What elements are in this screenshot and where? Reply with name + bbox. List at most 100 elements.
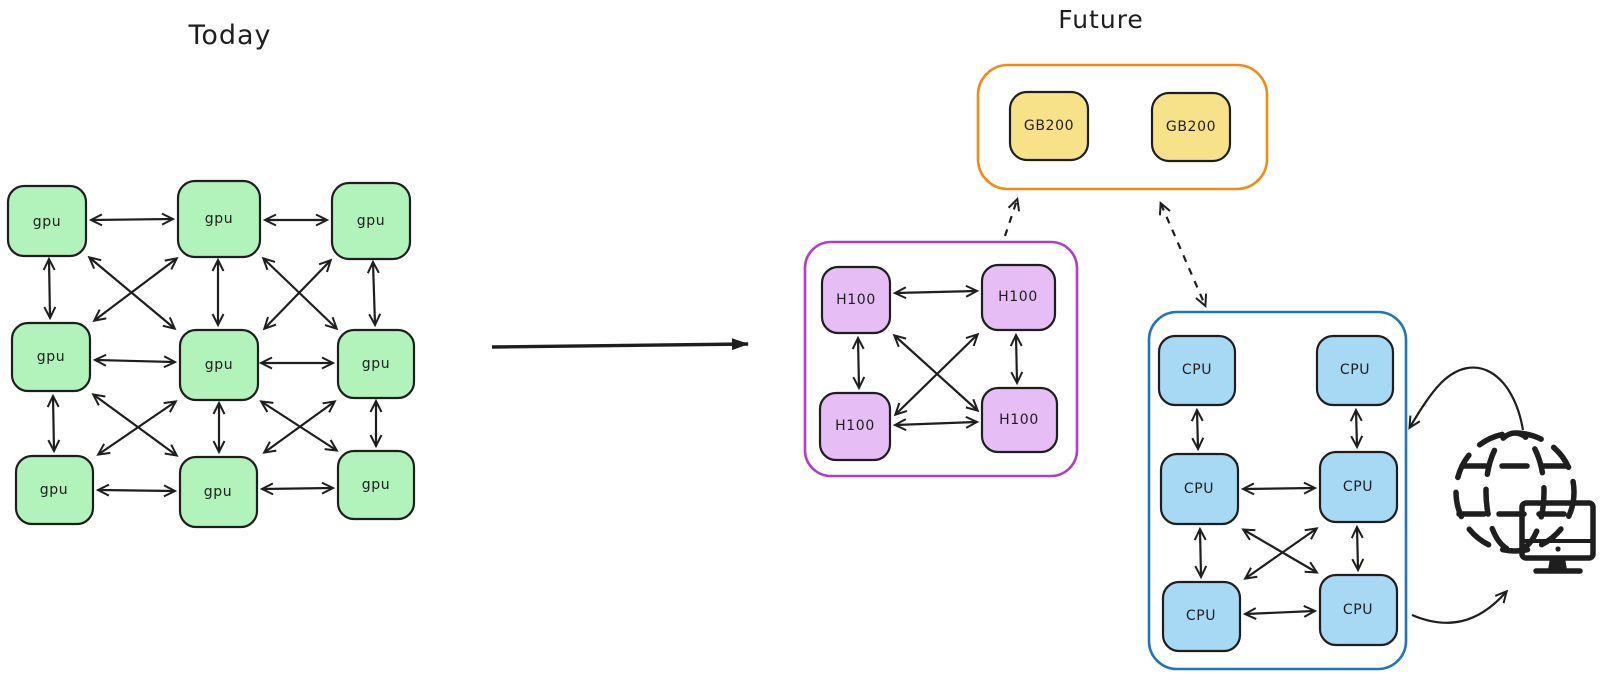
gpu-node-box <box>176 179 262 259</box>
gpu-node-box <box>178 328 260 402</box>
bidir-arrow <box>1243 527 1319 580</box>
gb200-cluster: GB200 GB200 <box>976 63 1269 191</box>
bidir-arrow <box>88 212 176 227</box>
gpu-node: gpu <box>6 184 88 258</box>
h100-node: H100 <box>820 265 892 335</box>
gb200-node: GB200 <box>1008 90 1090 162</box>
future-title: Future <box>1058 5 1144 34</box>
gpu-node-label: gpu <box>205 211 233 227</box>
cpu-node: CPU <box>1157 334 1237 407</box>
gpu-node-label: gpu <box>362 356 390 372</box>
bidir-arrow <box>851 335 866 391</box>
bidir-arrow <box>1190 407 1205 452</box>
gpu-node: gpu <box>178 455 259 529</box>
gpu-node-box <box>330 181 412 261</box>
cpu-mesh-arrows <box>1190 407 1365 620</box>
gpu-node-label: gpu <box>362 477 390 493</box>
h100-node-box <box>980 386 1059 454</box>
h100-node-box <box>980 263 1057 332</box>
bidir-arrow <box>92 353 178 369</box>
cpu-node-box <box>1157 334 1237 407</box>
gb200-to-cpu-dashed-arrow <box>1158 201 1208 308</box>
gpu-node-label: gpu <box>40 482 68 498</box>
cpu-node: CPU <box>1315 334 1395 407</box>
monitor-icon <box>1519 500 1596 574</box>
gpu-node-box <box>336 449 416 521</box>
cpu-node-label: CPU <box>1182 362 1212 378</box>
h100-node-label: H100 <box>999 412 1039 428</box>
cpu-node-label: CPU <box>1340 362 1370 378</box>
cpu-node-box <box>1315 334 1395 407</box>
bidir-arrow <box>96 400 178 456</box>
bidir-arrow <box>366 259 382 328</box>
gpu-node-label: gpu <box>33 214 61 230</box>
h100-node-label: H100 <box>836 292 876 308</box>
bidir-arrow <box>91 393 179 457</box>
cpu-node-box <box>1159 452 1240 526</box>
bidir-arrow <box>892 284 980 300</box>
cpu-node-label: CPU <box>1343 602 1373 618</box>
gb200-cluster-box <box>976 63 1269 191</box>
bidir-arrow <box>893 332 980 417</box>
cpu-to-monitor-curved-arrow <box>1411 589 1509 624</box>
cpu-node: CPU <box>1318 573 1399 647</box>
gpu-node: gpu <box>336 449 416 521</box>
gb200-node-box <box>1008 90 1090 162</box>
cpu-cluster-box <box>1147 310 1408 671</box>
globe-to-cpu-curved-arrow <box>1408 366 1525 431</box>
gpu-node-box <box>178 455 259 529</box>
bidir-arrow <box>262 400 337 454</box>
h100-node-label: H100 <box>998 289 1038 305</box>
bidir-arrow <box>46 393 61 454</box>
gpu-node: gpu <box>330 181 412 261</box>
cpu-node-box <box>1161 580 1242 653</box>
gpu-node-box <box>10 321 92 393</box>
gpu-node-box <box>336 328 416 400</box>
bidir-arrow <box>1349 407 1364 450</box>
gpu-node: gpu <box>178 328 260 402</box>
cpu-node-box <box>1318 450 1399 524</box>
gb200-node: GB200 <box>1150 91 1232 163</box>
gb200-node-box <box>1150 91 1232 163</box>
bidir-arrow <box>262 258 333 331</box>
cpu-cluster: CPU CPU CPU CPU CPU CPU <box>1147 310 1408 671</box>
today-to-future-arrow <box>491 338 749 351</box>
h100-node-box <box>818 391 892 462</box>
bidir-arrow <box>92 257 179 322</box>
h100-mesh-arrows <box>851 284 1024 432</box>
h100-node-box <box>820 265 892 335</box>
cpu-node: CPU <box>1161 580 1242 653</box>
globe-icon <box>1453 430 1577 554</box>
gpu-node-label: gpu <box>204 484 232 500</box>
gpu-node-box <box>14 454 95 526</box>
gpu-node: gpu <box>176 179 262 259</box>
h100-cluster-box <box>803 240 1079 478</box>
gpu-node: gpu <box>336 328 416 400</box>
cpu-node: CPU <box>1318 450 1399 524</box>
gpu-node-label: gpu <box>357 213 385 229</box>
bidir-arrow <box>259 481 336 496</box>
cpu-node-label: CPU <box>1184 481 1214 497</box>
gpu-node: gpu <box>14 454 95 526</box>
h100-node-label: H100 <box>835 418 875 434</box>
bidir-arrow <box>1193 526 1208 580</box>
bidir-arrow <box>42 256 57 321</box>
bidir-arrow <box>1009 332 1024 386</box>
bidir-arrow <box>1242 605 1318 620</box>
h100-node: H100 <box>980 386 1059 454</box>
h100-cluster: H100 H100 H100 H100 <box>803 240 1079 478</box>
cpu-node-label: CPU <box>1186 608 1216 624</box>
gb200-node-label: GB200 <box>1166 119 1216 135</box>
bidir-arrow <box>1350 524 1365 573</box>
cpu-node: CPU <box>1159 452 1240 526</box>
bidir-arrow <box>95 483 178 498</box>
gpu-node: gpu <box>10 321 92 393</box>
cpu-node-box <box>1318 573 1399 647</box>
today-title: Today <box>187 20 271 51</box>
gb200-node-label: GB200 <box>1024 118 1074 134</box>
h100-to-gb200-dashed-arrow <box>1003 196 1021 237</box>
h100-node: H100 <box>980 263 1057 332</box>
gpu-mesh-arrows <box>42 212 383 498</box>
today-gpu-grid: gpu gpu gpu gpu gpu gpu gpu gpu <box>6 179 416 529</box>
gpu-node-label: gpu <box>37 349 65 365</box>
